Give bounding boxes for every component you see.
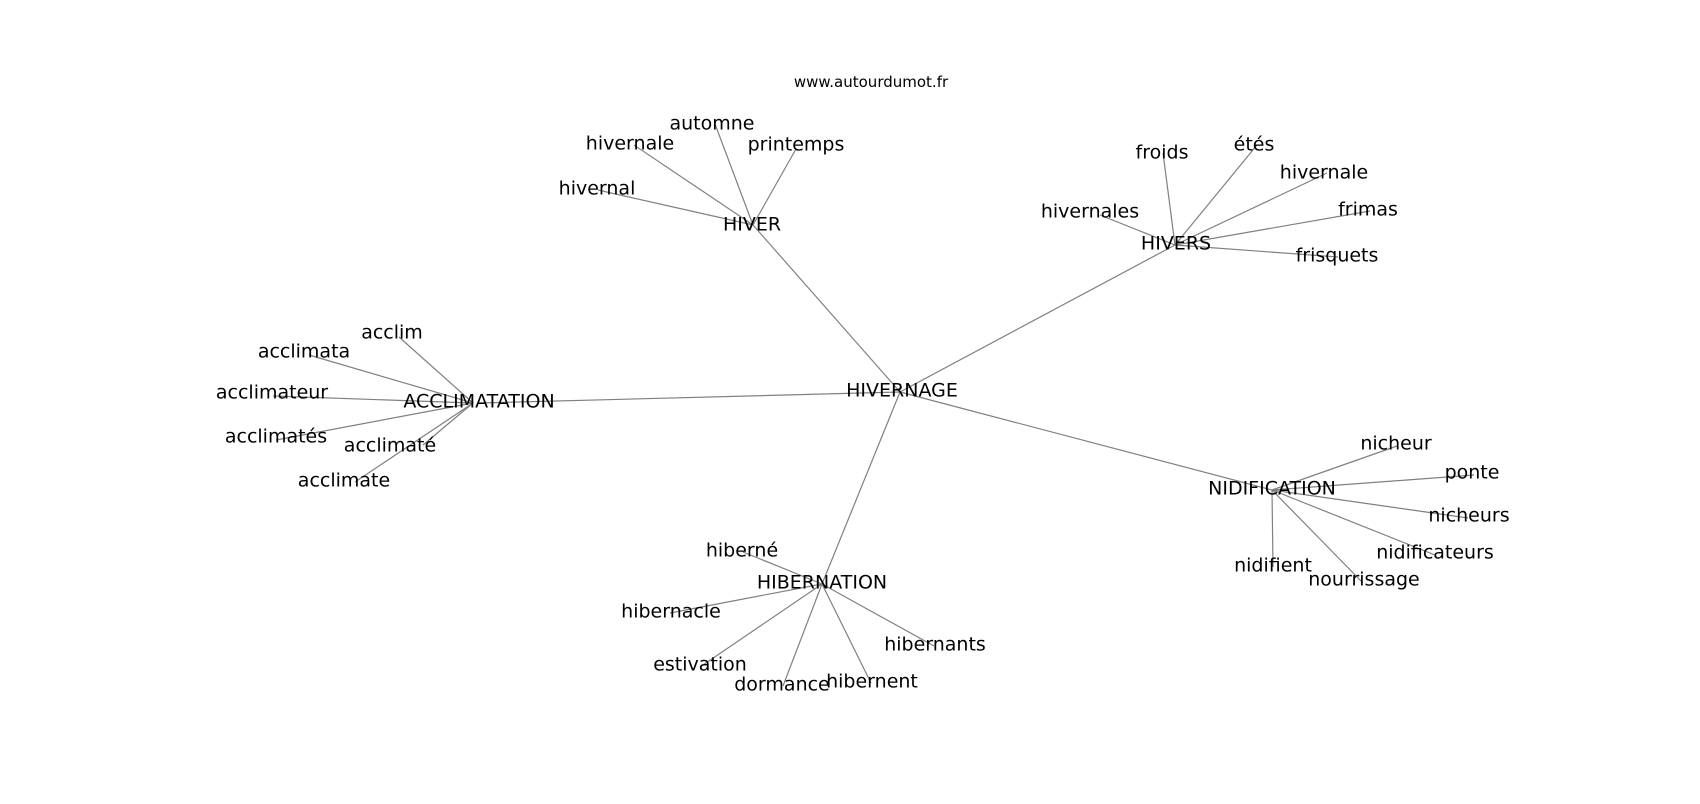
related-word[interactable]: dormance <box>734 673 830 696</box>
hub-word[interactable]: HIBERNATION <box>756 571 888 594</box>
related-word[interactable]: printemps <box>747 133 845 156</box>
related-word[interactable]: acclimatés <box>224 425 328 448</box>
edge <box>1174 172 1328 246</box>
center-word[interactable]: HIVERNAGE <box>846 379 958 402</box>
edge <box>1271 489 1436 556</box>
edge <box>398 336 474 404</box>
edge <box>422 402 474 446</box>
site-watermark[interactable]: www.autourdumot.fr <box>793 73 949 91</box>
edge <box>699 583 823 668</box>
edge <box>1099 214 1176 246</box>
edge <box>1162 152 1176 246</box>
edge <box>597 189 754 226</box>
related-word[interactable]: étés <box>1233 133 1275 156</box>
related-word[interactable]: frisquets <box>1295 244 1379 267</box>
edge <box>1271 489 1274 568</box>
related-word[interactable]: nicheur <box>1360 432 1432 455</box>
edge <box>821 583 872 684</box>
related-word[interactable]: nourrissage <box>1308 568 1420 591</box>
related-word[interactable]: hivernales <box>1040 200 1140 223</box>
edge <box>1271 489 1363 583</box>
related-word[interactable]: acclimate <box>297 469 391 492</box>
related-word[interactable]: automne <box>669 112 755 135</box>
related-word[interactable]: ponte <box>1444 461 1500 484</box>
edge <box>1174 144 1258 246</box>
related-word[interactable]: nidificateurs <box>1376 541 1494 564</box>
edge <box>479 391 901 404</box>
edge <box>714 123 754 226</box>
related-word[interactable]: hibernants <box>884 633 986 656</box>
hub-word[interactable]: NIDIFICATION <box>1208 477 1336 500</box>
edge <box>354 402 474 483</box>
related-word[interactable]: hibernent <box>826 670 918 693</box>
edge <box>782 583 823 687</box>
edge <box>899 391 1273 491</box>
related-word[interactable]: hibernacle <box>621 600 721 623</box>
related-word[interactable]: hiberné <box>705 539 779 562</box>
edge <box>669 583 823 614</box>
related-word[interactable]: nidifient <box>1234 554 1312 577</box>
edge <box>752 148 797 226</box>
hub-word[interactable]: HIVERS <box>1140 232 1212 255</box>
related-word[interactable]: acclimaté <box>343 434 437 457</box>
edge <box>1174 244 1339 258</box>
edge <box>821 583 935 647</box>
related-word[interactable]: hivernale <box>585 132 675 155</box>
edge <box>633 144 754 226</box>
related-word[interactable]: acclimata <box>257 340 351 363</box>
edge <box>275 402 474 441</box>
edge <box>1271 474 1475 491</box>
related-word[interactable]: frimas <box>1338 198 1398 221</box>
related-word[interactable]: acclim <box>361 321 423 344</box>
edge <box>1271 489 1469 519</box>
related-word[interactable]: acclimateur <box>215 381 329 404</box>
edge <box>308 354 474 404</box>
edge <box>899 244 1176 393</box>
related-word[interactable]: froids <box>1135 141 1189 164</box>
edge <box>821 391 901 585</box>
related-word[interactable]: hivernale <box>1279 161 1369 184</box>
related-word[interactable]: nicheurs <box>1428 504 1510 527</box>
related-word[interactable]: estivation <box>653 653 747 676</box>
hub-word[interactable]: ACCLIMATATION <box>403 390 555 413</box>
related-word[interactable]: hivernal <box>558 177 636 200</box>
edge <box>752 224 901 393</box>
edge <box>1174 210 1371 246</box>
edge <box>272 395 474 404</box>
edge <box>1271 445 1398 491</box>
hub-word[interactable]: HIVER <box>722 213 782 236</box>
edge <box>742 551 823 585</box>
